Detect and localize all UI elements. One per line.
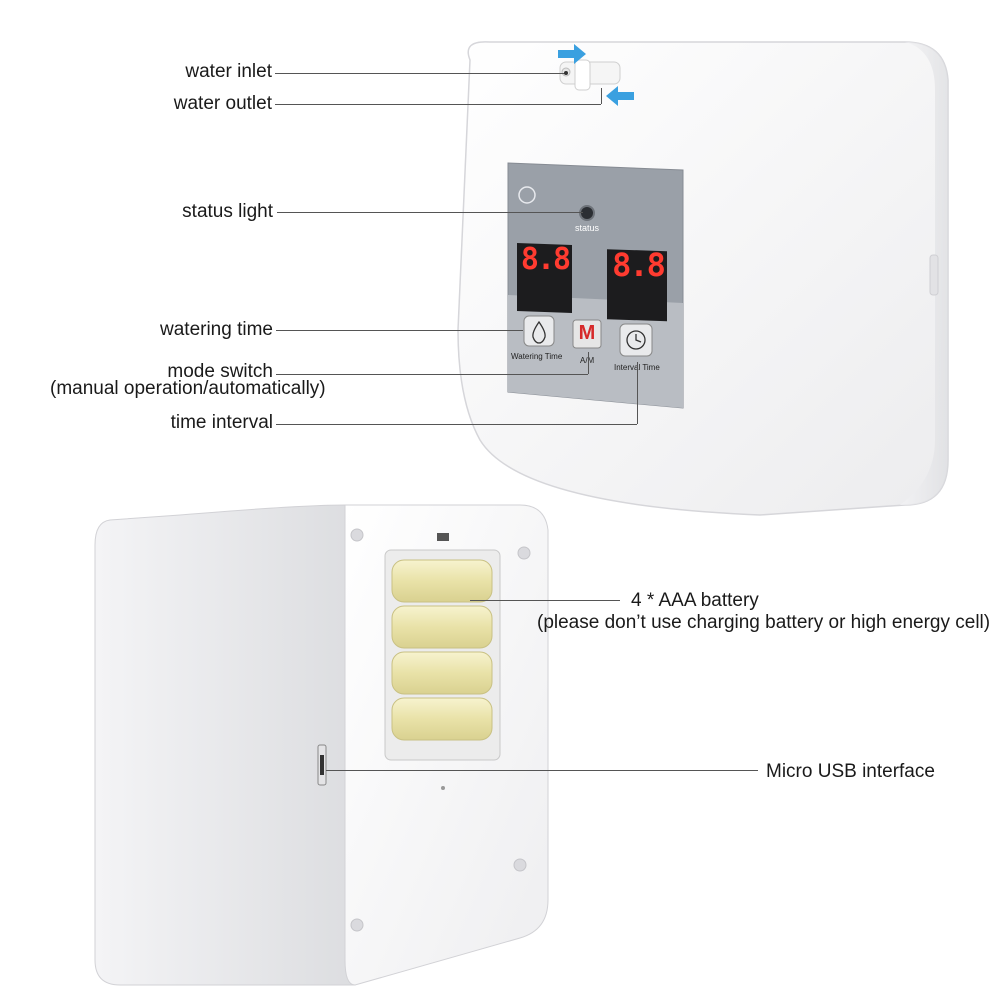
label-water-inlet: water inlet [185,61,272,82]
label-water-outlet: water outlet [173,93,272,114]
clock-icon [626,330,646,350]
display-right [607,249,667,322]
mode-button-letter: M [578,322,596,344]
top-device [457,41,949,516]
leader-micro-usb [326,770,758,771]
bottom-device [94,504,549,986]
display-right-value: 8.8 [612,246,666,284]
leader-water-outlet-v [601,88,602,104]
label-battery: 4 * AAA battery [631,590,759,611]
pipe-connector [559,59,621,91]
leader-water-inlet [275,73,566,74]
watering-time-button[interactable] [523,315,555,347]
mode-caption: A/M [580,356,594,365]
battery-4 [391,697,493,741]
label-micro-usb: Micro USB interface [766,761,935,782]
battery-3 [391,651,493,695]
label-time-interval: time interval [170,412,273,433]
leader-battery [470,600,620,601]
control-panel [507,162,684,409]
label-watering-time: watering time [160,319,273,340]
inlet-arrow-icon [558,44,586,64]
battery-1 [391,559,493,603]
display-left [517,243,572,313]
leader-mode-switch [276,374,588,375]
battery-2 [391,605,493,649]
outlet-arrow-icon [606,86,634,106]
leader-dot [564,71,568,75]
mode-button[interactable] [572,319,602,349]
leader-status-light [277,212,583,213]
leader-mode-switch-v [588,352,589,374]
label-mode-switch: mode switch [167,361,273,382]
display-left-value: 8.8 [520,242,571,277]
leader-time-interval-v [637,362,638,424]
leader-watering-time [276,330,523,331]
interval-time-caption: Interval Time [614,363,660,372]
status-caption: status [575,223,600,233]
label-battery-note: (please don’t use charging battery or hi… [537,612,991,633]
watering-time-caption: Watering Time [511,352,563,361]
label-mode-switch-detail: (manual operation/automatically) [50,378,326,399]
label-status-light: status light [182,201,273,222]
water-drop-icon [532,320,546,344]
status-light-led [579,205,595,221]
leader-time-interval [276,424,637,425]
leader-water-outlet [275,104,601,105]
